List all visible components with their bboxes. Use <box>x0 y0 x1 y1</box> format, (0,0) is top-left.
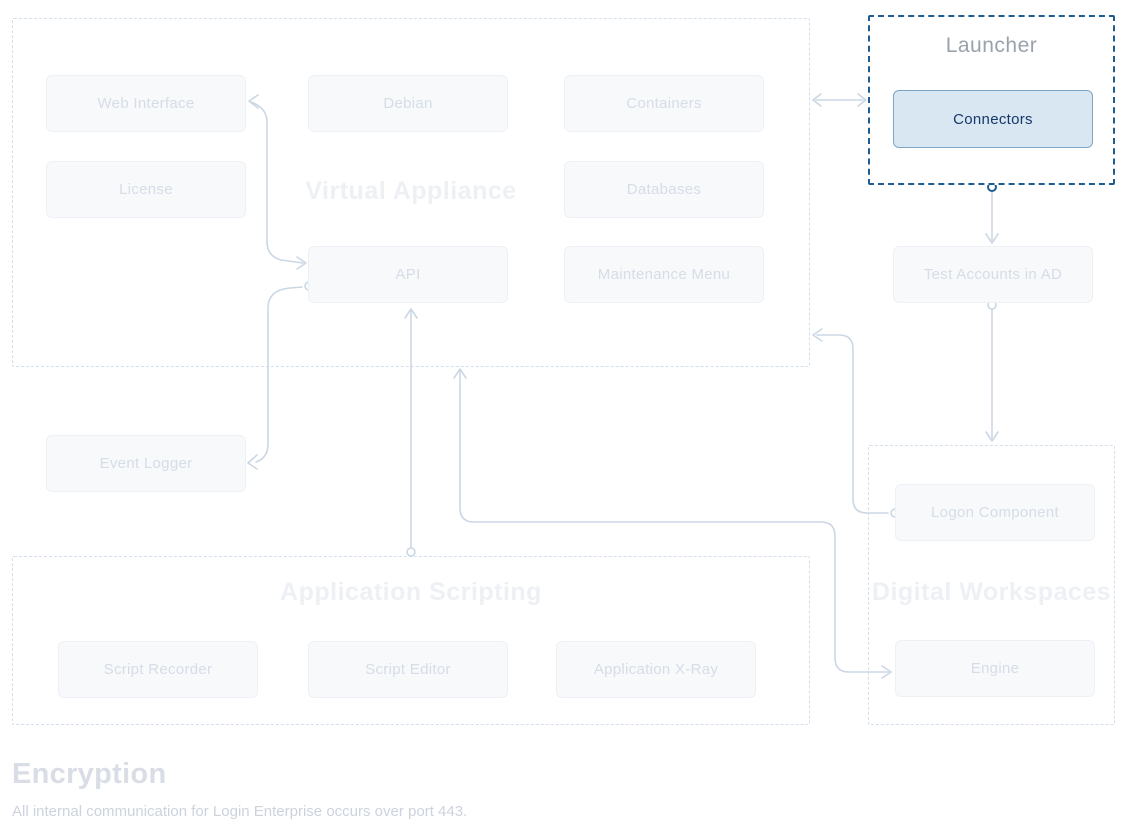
node-containers[interactable]: Containers <box>564 75 764 132</box>
node-application-x-ray[interactable]: Application X-Ray <box>556 641 756 698</box>
node-maintenance-menu[interactable]: Maintenance Menu <box>564 246 764 303</box>
group-title-digital-workspaces: Digital Workspaces <box>871 578 1112 606</box>
encryption-description: All internal communication for Login Ent… <box>12 803 468 820</box>
arrowhead-to-virtual-appliance-edge <box>812 93 822 107</box>
node-test-accounts-in-ad[interactable]: Test Accounts in AD <box>893 246 1093 303</box>
group-title-application-scripting: Application Scripting <box>280 578 542 606</box>
node-logon-component[interactable]: Logon Component <box>895 484 1095 541</box>
arrowhead-to-launcher-edge <box>857 93 867 107</box>
node-debian[interactable]: Debian <box>308 75 508 132</box>
node-databases[interactable]: Databases <box>564 161 764 218</box>
port-application-scripting-top <box>406 547 416 557</box>
arrowhead-to-event-logger <box>247 454 258 470</box>
node-connectors[interactable]: Connectors <box>893 90 1093 148</box>
node-script-editor[interactable]: Script Editor <box>308 641 508 698</box>
arrowhead-to-digital-workspaces <box>985 431 999 442</box>
node-engine[interactable]: Engine <box>895 640 1095 697</box>
arrowhead-to-virtual-appliance-bottom <box>453 368 467 379</box>
encryption-heading: Encryption <box>12 758 167 790</box>
group-title-virtual-appliance: Virtual Appliance <box>305 177 517 205</box>
arrowhead-to-virtual-appliance-right <box>812 328 823 342</box>
group-title-launcher: Launcher <box>945 34 1038 57</box>
arrowhead-to-test-accounts <box>985 233 999 244</box>
node-script-recorder[interactable]: Script Recorder <box>58 641 258 698</box>
node-license[interactable]: License <box>46 161 246 218</box>
node-event-logger[interactable]: Event Logger <box>46 435 246 492</box>
node-api[interactable]: API <box>308 246 508 303</box>
node-web-interface[interactable]: Web Interface <box>46 75 246 132</box>
